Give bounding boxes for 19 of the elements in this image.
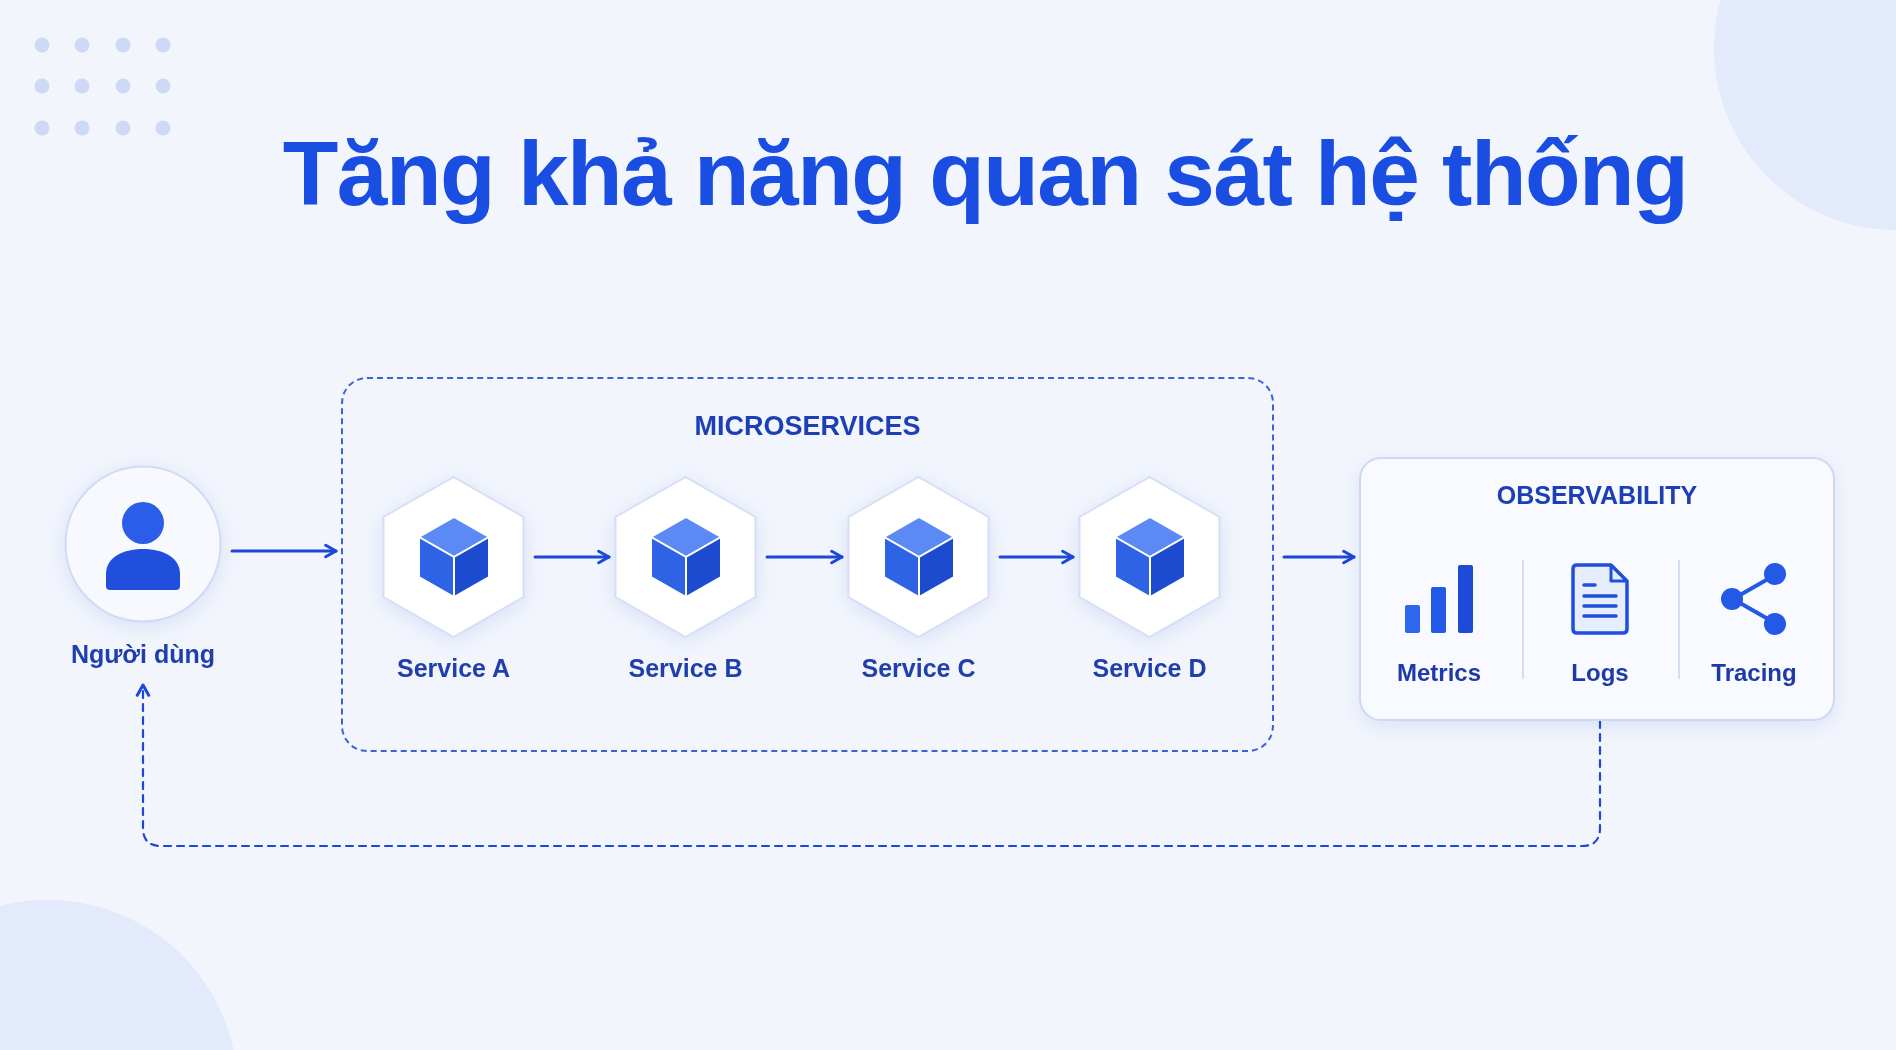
- group-panel: [1359, 457, 1835, 721]
- arrow: [1282, 549, 1356, 565]
- dashed-arrow: [135, 683, 1602, 848]
- arrow: [230, 543, 338, 559]
- node-label: Metrics: [1397, 659, 1481, 687]
- node-label: Service B: [628, 654, 743, 683]
- group-title: OBSERVABILITY: [1496, 481, 1698, 510]
- arrow: [998, 549, 1075, 565]
- arrow: [765, 549, 844, 565]
- node-label: Service A: [397, 654, 510, 683]
- arrow: [533, 549, 611, 565]
- node-label: Service C: [861, 654, 976, 683]
- page-title: Tăng khả năng quan sát hệ thống: [282, 122, 1688, 226]
- node-label: Tracing: [1711, 659, 1797, 687]
- node-label: Người dùng: [70, 640, 216, 669]
- group-title: MICROSERVICES: [694, 411, 921, 443]
- node-label: Service D: [1092, 654, 1207, 683]
- dashed-group-frame: [341, 377, 1274, 752]
- node-label: Logs: [1571, 659, 1629, 687]
